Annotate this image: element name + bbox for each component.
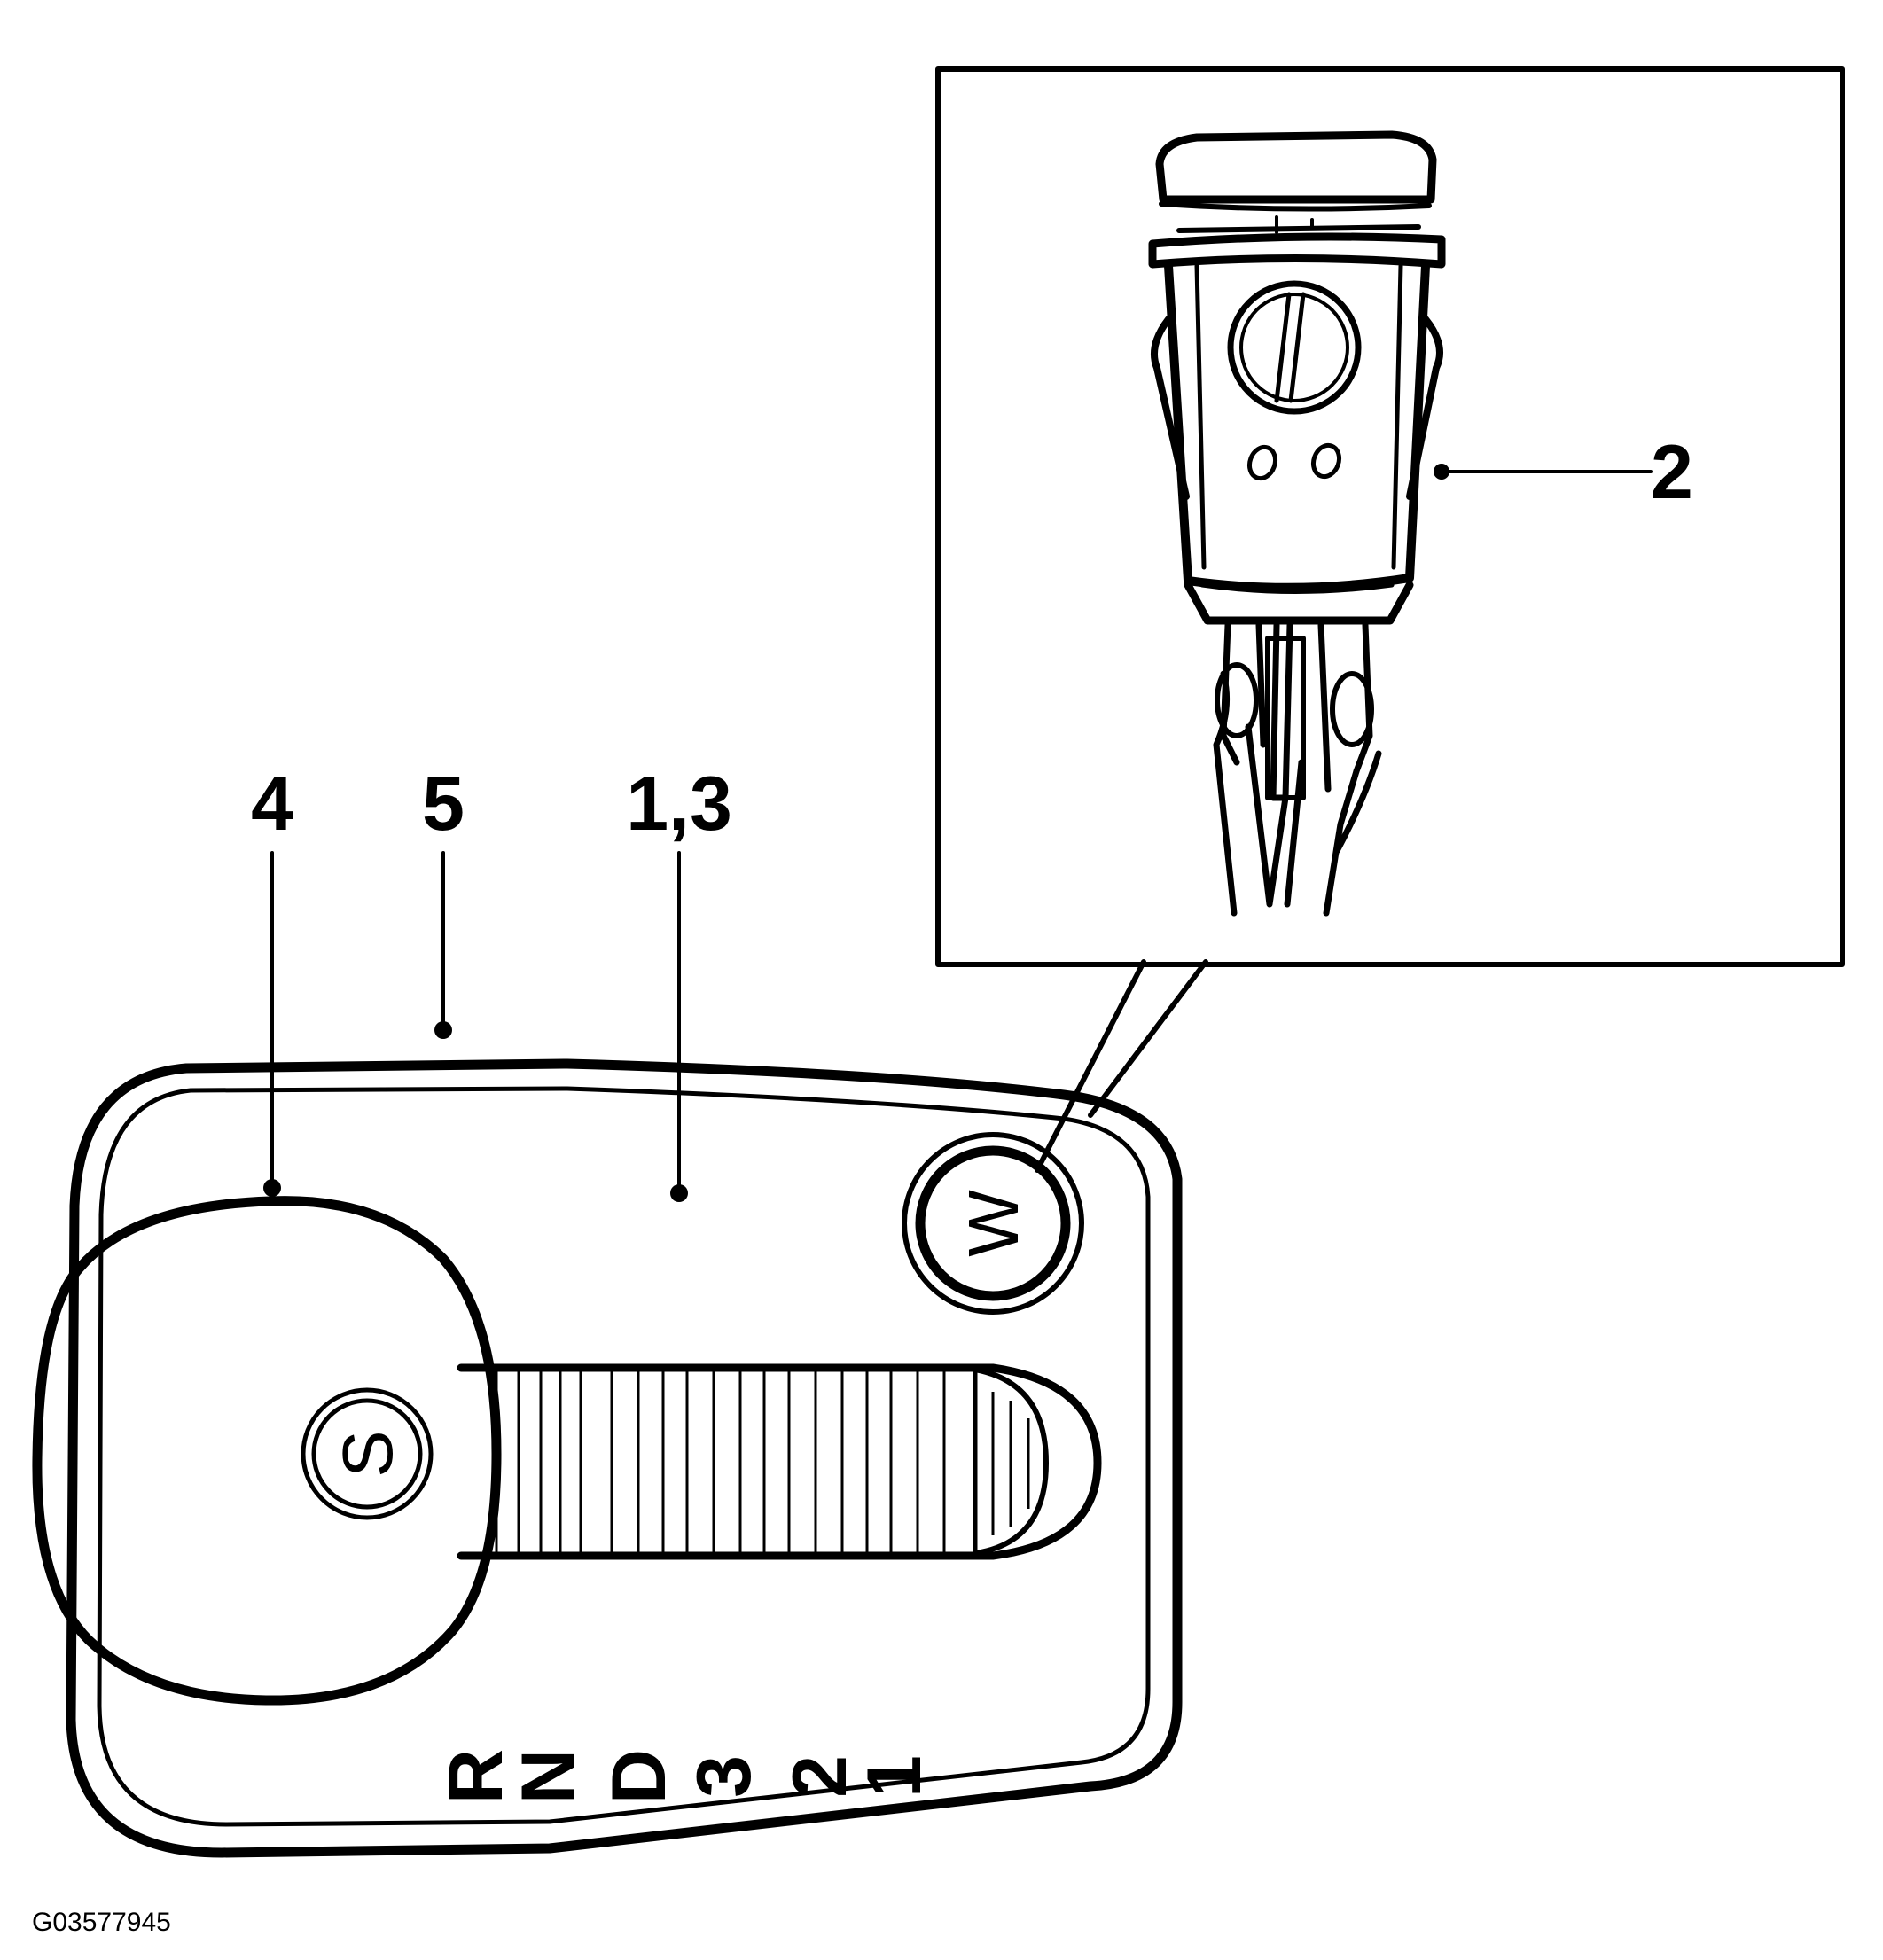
gear-n: N: [506, 1749, 591, 1804]
gear-r: R: [434, 1749, 519, 1804]
s-button[interactable]: S: [301, 1387, 434, 1520]
selector-knob[interactable]: S: [32, 1196, 502, 1706]
gear-3: 3: [682, 1755, 767, 1798]
callout-1-3: 1,3: [626, 761, 732, 1202]
callout-5: 5: [422, 761, 465, 1039]
figure-code: G03577945: [32, 1908, 171, 1937]
gear-1: 1: [852, 1755, 937, 1798]
panel-outline: [66, 1058, 1183, 1858]
callout-2: 2: [1434, 430, 1693, 515]
inset-pointer: [1035, 959, 1208, 1173]
inset-frame: [935, 66, 1845, 967]
gear-indicators: R N D 3 2 1: [434, 1749, 937, 1804]
callout-2-label: 2: [1651, 430, 1693, 515]
callout-1-3-label: 1,3: [626, 761, 732, 847]
gate-ribs: [495, 1370, 1030, 1553]
gear-2: 2: [777, 1755, 863, 1798]
inset-detail: 2: [935, 66, 1845, 1173]
callout-5-label: 5: [422, 761, 465, 847]
w-button-label: W: [954, 1190, 1033, 1257]
callout-4-label: 4: [251, 761, 293, 847]
w-button[interactable]: W: [902, 1132, 1084, 1315]
s-button-label: S: [328, 1430, 407, 1477]
bulb-socket-drawing: [1148, 130, 1446, 917]
gate-slot: [457, 1363, 1102, 1560]
callout-4: 4: [251, 761, 293, 1197]
gear-d: D: [597, 1749, 682, 1804]
shift-panel: S W R N D 3 2 1: [32, 1058, 1183, 1858]
panel-inner-outline: [97, 1086, 1151, 1827]
